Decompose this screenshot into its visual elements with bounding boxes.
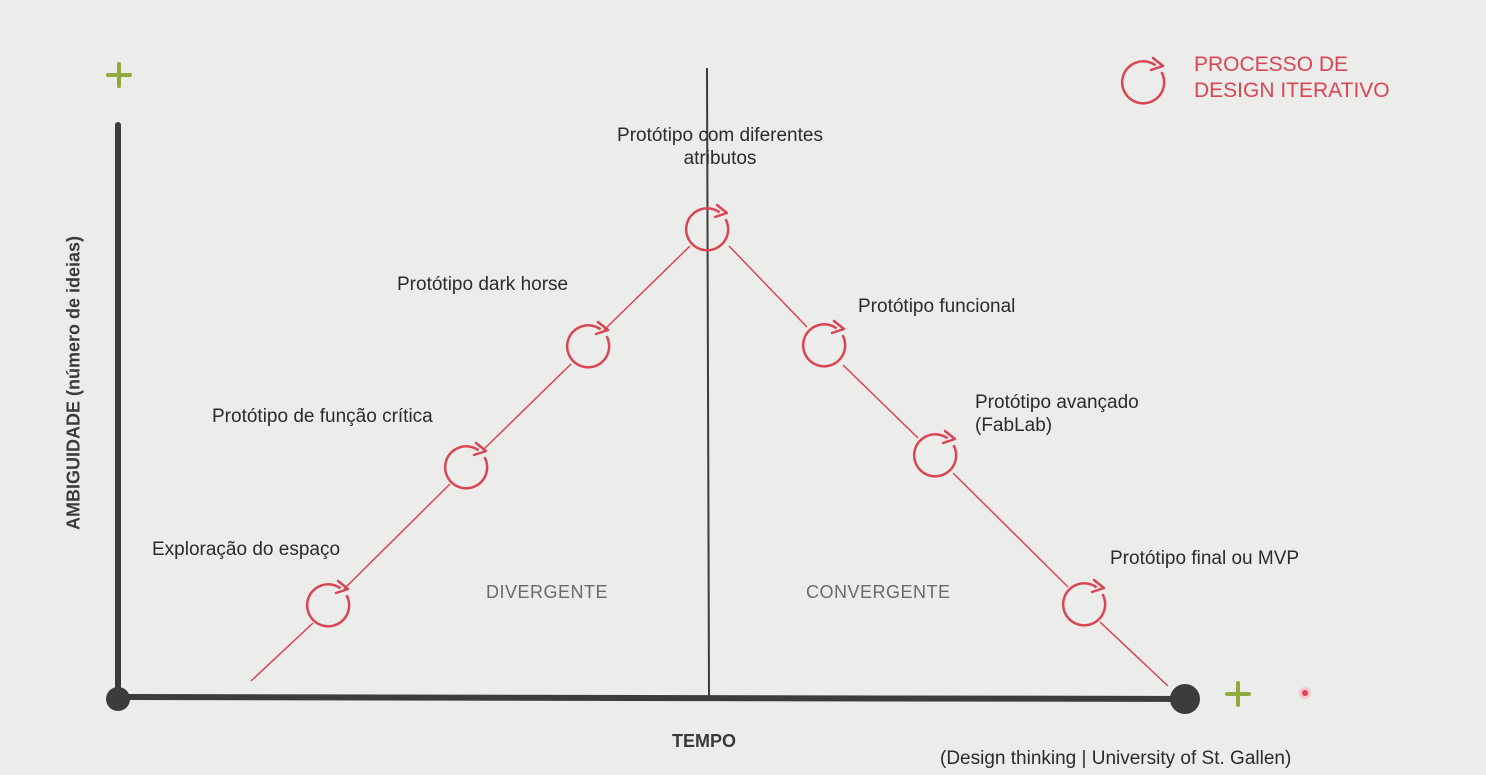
legend-line-2: DESIGN ITERATIVO (1194, 79, 1390, 102)
cycle-arrow-icon (305, 579, 351, 628)
legend-label: PROCESSO DE DESIGN ITERATIVO (1194, 52, 1390, 104)
stage-label-advanced: Protótipo avançado (FabLab) (975, 391, 1139, 437)
x-axis-end-dot (1170, 684, 1200, 714)
stage-label-final-mvp: Protótipo final ou MVP (1110, 548, 1300, 569)
cycle-arrow-icon (443, 441, 489, 490)
cycle-arrow-icon (565, 320, 611, 369)
stage-label-attributes: Protótipo com diferentes atributos (600, 124, 840, 170)
source-credit: (Design thinking | University of St. Gal… (940, 748, 1292, 769)
phase-label-convergent: CONVERGENTE (806, 582, 951, 602)
stage-label-exploration: Exploração do espaço (152, 539, 341, 560)
phase-label-divergent: DIVERGENTE (486, 582, 609, 602)
cycle-arrow-icon (801, 319, 847, 368)
cycle-arrow-icon (684, 203, 730, 252)
stage-label-critical-function: Protótipo de função crítica (212, 406, 433, 427)
stage-label-advanced-line-1: Protótipo avançado (975, 392, 1139, 413)
x-axis (115, 694, 1188, 702)
x-axis-title: TEMPO (672, 731, 737, 751)
cycle-arrow-icon (1061, 578, 1107, 627)
stage-label-dark-horse: Protótipo dark horse (397, 274, 569, 295)
plus-icon (1225, 681, 1251, 707)
stage-label-functional: Protótipo funcional (858, 296, 1016, 317)
pointer-dot-core (1302, 690, 1308, 696)
stage-label-attributes-line-1: Protótipo com diferentes (617, 125, 823, 146)
legend-line-1: PROCESSO DE (1194, 53, 1349, 76)
center-divider (706, 67, 710, 698)
plus-icon (106, 62, 132, 88)
cycle-arrow-icon (912, 429, 958, 478)
stage-label-advanced-line-2: (FabLab) (975, 415, 1053, 436)
stage-label-attributes-line-2: atributos (683, 148, 757, 169)
process-path (250, 245, 1169, 687)
y-axis-title: AMBIGUIDADE (número de ideias) (63, 235, 84, 531)
origin-dot (106, 687, 130, 711)
cycle-arrow-icon (1120, 56, 1166, 105)
